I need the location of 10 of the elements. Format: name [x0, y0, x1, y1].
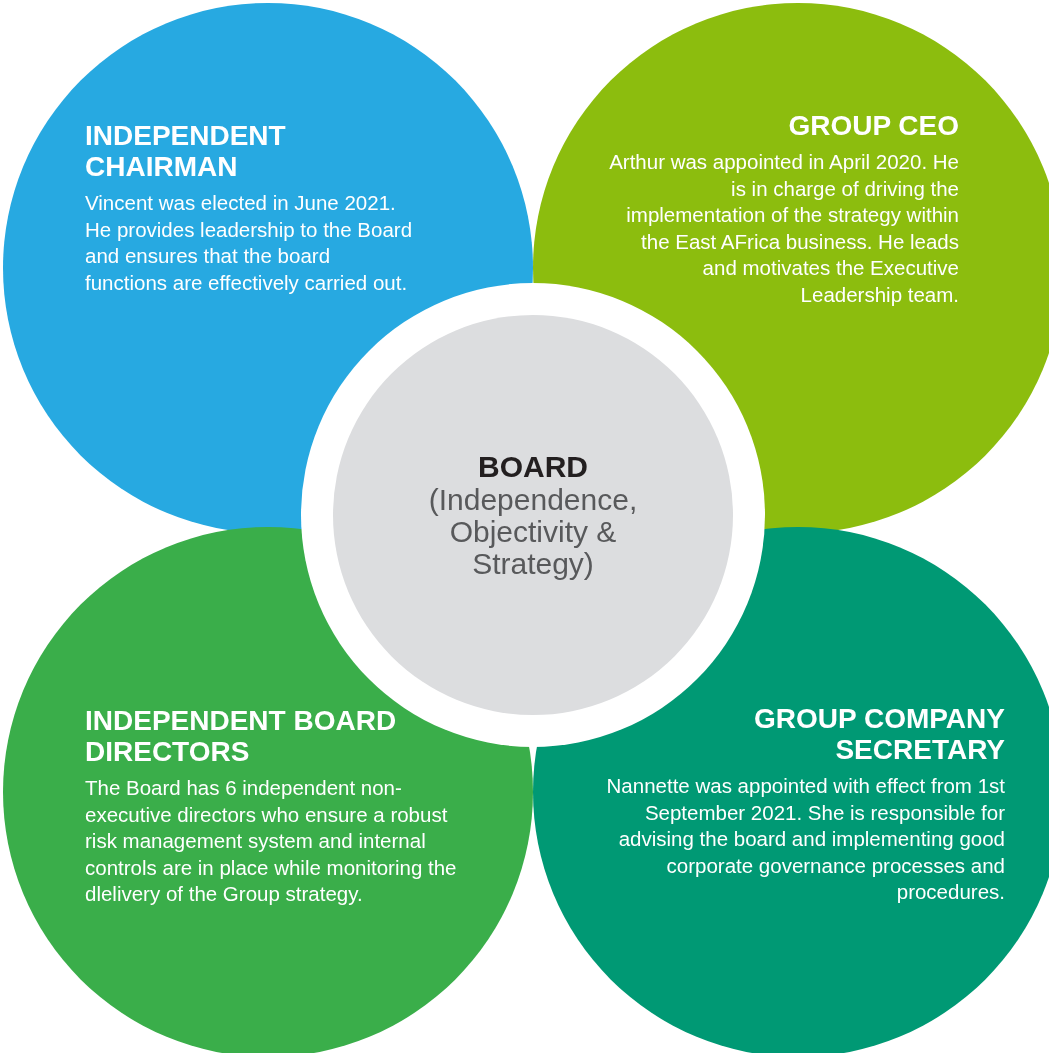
heading: INDEPENDENT BOARD DIRECTORS — [85, 705, 398, 767]
heading: INDEPENDENT CHAIRMAN — [85, 120, 287, 182]
heading: GROUP CEO — [788, 110, 959, 141]
description: The Board has 6 independent non-executive directors who ensure a robust risk management system and internal controls are in place while monitoring the dlelivery of the Group strategy. — [85, 775, 458, 907]
description: Vincent was elected in June 2021. He provides leadership to the Board and ensures that the board functions are effectively carried out. — [85, 190, 414, 296]
description: Arthur was appointed in April 2020. He is in charge of driving the implementation of the strategy within the East AFrica business. He leads and motivates the Executive Leadership team. — [608, 149, 959, 308]
heading: GROUP COMPANY SECRETARY — [753, 703, 1005, 765]
heading: BOARD — [478, 450, 588, 484]
subtitle: (Independence, Objectivity & Strategy) — [427, 484, 639, 580]
description: Nannette was appointed with effect from 1st September 2021. She is responsible for advising the board and implementing good corporate governance processes and procedures. — [605, 773, 1005, 905]
